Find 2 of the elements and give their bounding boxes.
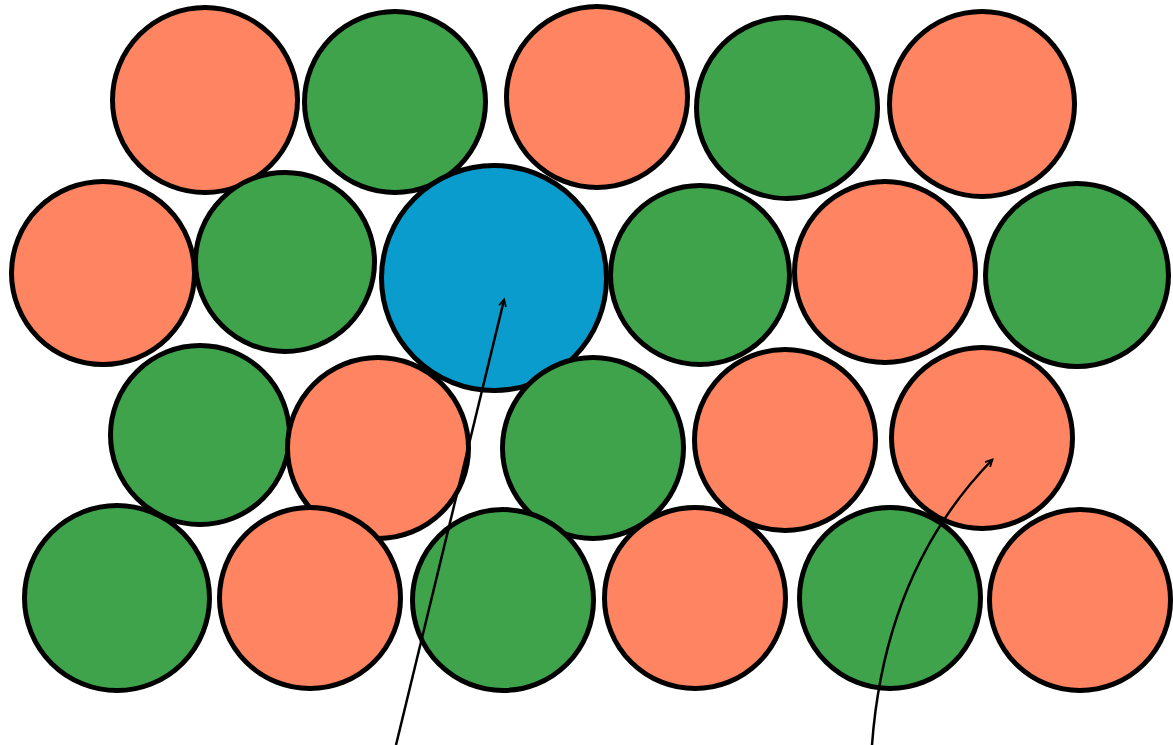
arrow bbox=[394, 298, 507, 745]
arrow bbox=[870, 458, 994, 745]
